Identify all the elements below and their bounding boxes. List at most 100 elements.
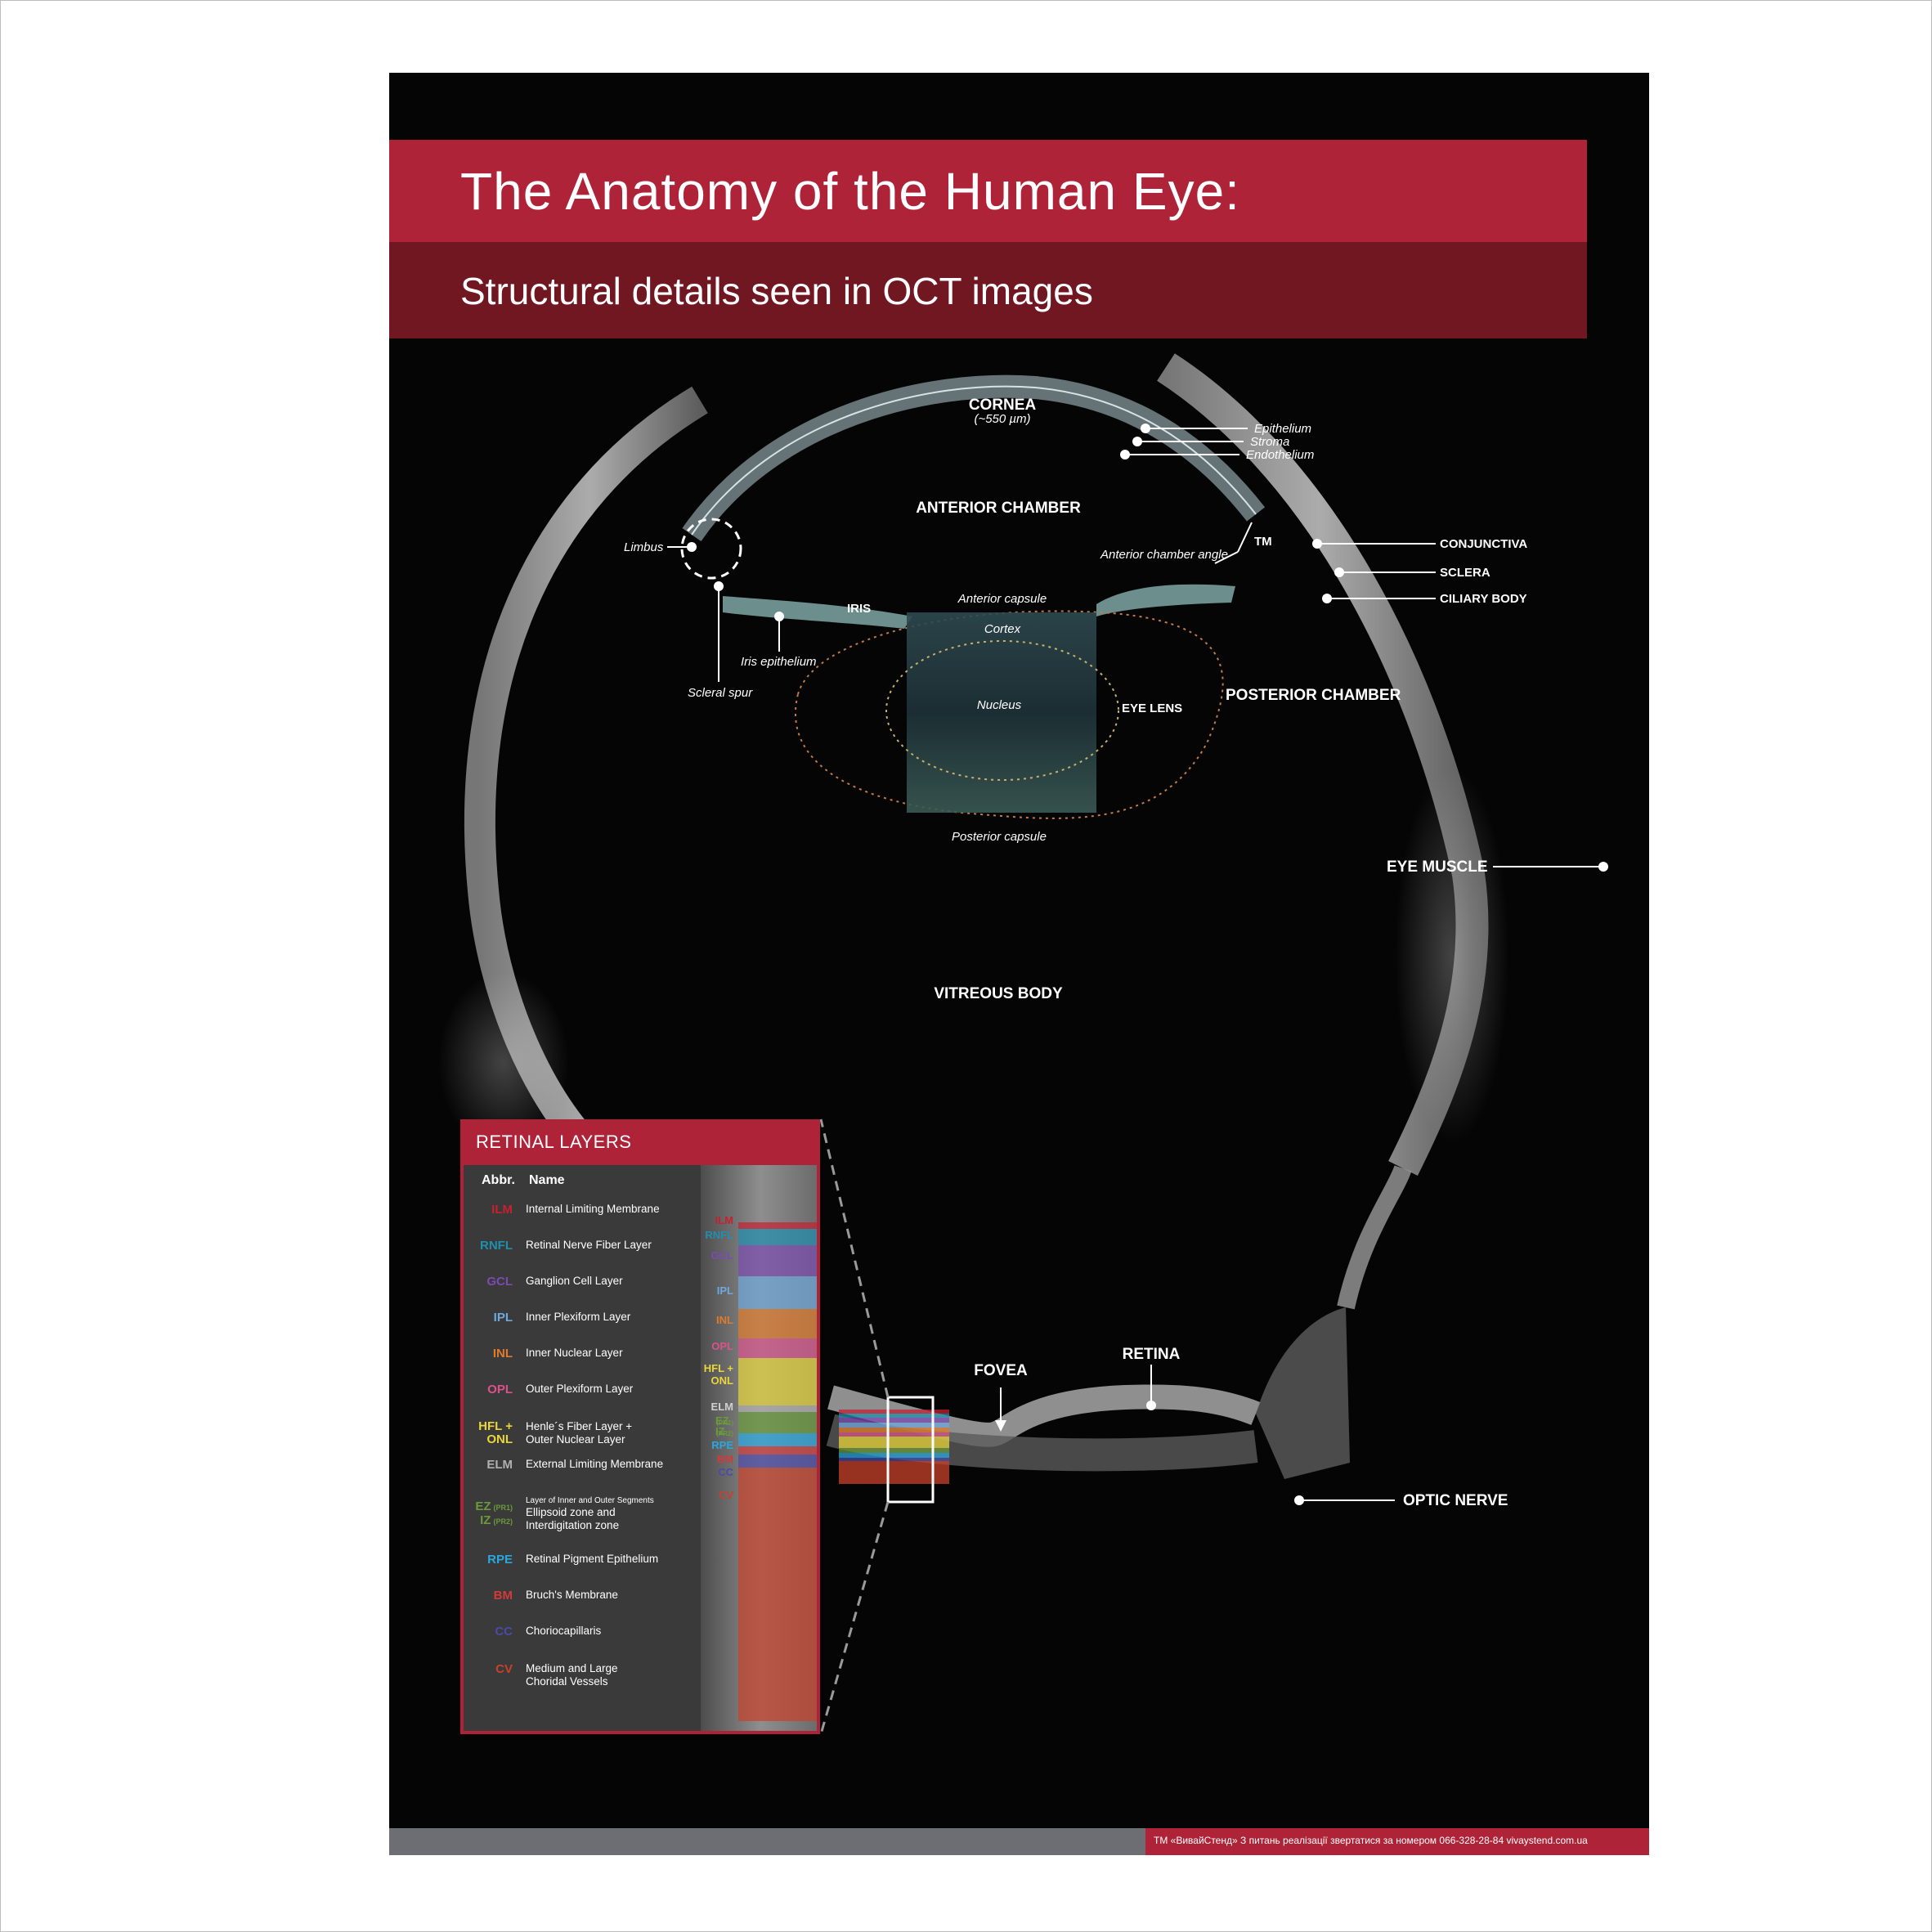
- name-line-2: Outer Nuclear Layer: [526, 1433, 625, 1446]
- strip-layer-label: RPE: [711, 1439, 733, 1451]
- retinal-layer-name: Bruch's Membrane: [526, 1589, 697, 1602]
- name-line-2: Choridal Vessels: [526, 1675, 608, 1688]
- cornea-label: CORNEA: [969, 397, 1037, 414]
- fovea-label: FOVEA: [974, 1362, 1028, 1379]
- title-band: [389, 140, 1587, 242]
- strip-layer-band: [738, 1446, 817, 1455]
- abbr-text: ILM: [491, 1203, 513, 1217]
- strip-layer-label: RNFL: [705, 1229, 733, 1241]
- footer-text: ТМ «ВивайСтенд» З питань реалізації звер…: [1154, 1835, 1588, 1846]
- eye-muscle-label: EYE MUSCLE: [1387, 858, 1488, 876]
- strip-layer-band: [738, 1245, 817, 1276]
- footer-red-bar: [1145, 1828, 1649, 1855]
- strip-layer-band: [738, 1358, 817, 1405]
- retinal-layer-abbr: CV: [470, 1662, 513, 1676]
- abbr-text: GCL: [486, 1275, 513, 1289]
- abbr-text: CV: [495, 1662, 513, 1676]
- epithelium-label: Epithelium: [1254, 422, 1311, 436]
- abbr-text: HFL +: [478, 1419, 513, 1433]
- poster-title: The Anatomy of the Human Eye:: [460, 162, 1240, 221]
- iris-epithelium-label: Iris epithelium: [741, 655, 817, 669]
- abbr-text: RNFL: [480, 1239, 513, 1253]
- abbr-text: RPE: [487, 1553, 513, 1567]
- posterior-capsule-label: Posterior capsule: [952, 830, 1047, 844]
- abbr-text: IPL: [493, 1311, 513, 1325]
- retinal-layer-name: Outer Plexiform Layer: [526, 1383, 697, 1396]
- anterior-chamber-label: ANTERIOR CHAMBER: [916, 500, 1081, 517]
- retinal-layer-abbr: CC: [470, 1625, 513, 1638]
- abbr-text: CC: [495, 1625, 513, 1638]
- abbr-text: BM: [493, 1589, 513, 1603]
- strip-layer-label: INL: [716, 1314, 733, 1326]
- zoom-line-bottom: [819, 1501, 890, 1735]
- retina-label: RETINA: [1123, 1346, 1181, 1363]
- fovea-arrow-head: [995, 1420, 1006, 1432]
- retinal-layer-name: Ganglion Cell Layer: [526, 1275, 697, 1288]
- nucleus-label: Nucleus: [977, 698, 1022, 712]
- strip-layer-label: CC: [718, 1466, 733, 1478]
- posterior-chamber-label: POSTERIOR CHAMBER: [1226, 687, 1401, 704]
- cortex-label: Cortex: [984, 622, 1021, 636]
- abbr-text: EZ: [475, 1499, 491, 1513]
- optic-nerve-shape: [1256, 1307, 1350, 1479]
- sclera-label: SCLERA: [1440, 566, 1490, 580]
- strip-layer-band: [738, 1229, 817, 1245]
- col-name: Name: [529, 1173, 565, 1187]
- strip-layer-label: HFL +: [704, 1362, 734, 1374]
- endothelium-label: Endothelium: [1246, 448, 1314, 462]
- sclera-glow-left: [438, 972, 569, 1152]
- strip-layer-label: (PR1): [716, 1419, 733, 1427]
- zoom-line-top: [819, 1118, 890, 1398]
- retinal-layer-abbr: HFL +ONL: [470, 1420, 513, 1446]
- retinal-layer-name: Retinal Pigment Epithelium: [526, 1553, 697, 1566]
- retinal-layer-abbr: RNFL: [470, 1239, 513, 1253]
- name-line-1: Bruch's Membrane: [526, 1589, 618, 1601]
- retinal-layer-abbr: ELM: [470, 1458, 513, 1472]
- name-line-1: External Limiting Membrane: [526, 1458, 664, 1470]
- retinal-layer-name: External Limiting Membrane: [526, 1458, 697, 1471]
- name-line-1: Ellipsoid zone and: [526, 1506, 616, 1518]
- eye-lens-label: EYE LENS: [1122, 702, 1182, 715]
- retinal-layer-name: Choriocapillaris: [526, 1625, 697, 1638]
- anterior-capsule-label: Anterior capsule: [957, 592, 1047, 606]
- retina-to-nerve: [1337, 1165, 1412, 1310]
- abbr-text-2: IZ: [480, 1513, 491, 1527]
- retinal-layers-header: [464, 1123, 817, 1165]
- strip-layer-band: [738, 1405, 817, 1412]
- retinal-layer-name: Inner Plexiform Layer: [526, 1311, 697, 1324]
- cornea-thickness-label: (~550 µm): [974, 412, 1030, 426]
- iris-right: [1096, 584, 1235, 616]
- conjunctiva-label: CONJUNCTIVA: [1440, 537, 1527, 551]
- cornea-edge: [691, 385, 1257, 536]
- strip-layer-label: CV: [719, 1489, 733, 1501]
- strip-layer-band: [738, 1309, 817, 1338]
- abbr-text: ELM: [486, 1458, 513, 1472]
- nucleus-outline: [885, 640, 1119, 781]
- strip-layer-band: [738, 1468, 817, 1721]
- scleral-spur-label: Scleral spur: [688, 686, 753, 700]
- optic-nerve-label: OPTIC NERVE: [1403, 1492, 1508, 1509]
- strip-layer-label: GCL: [711, 1249, 734, 1262]
- retinal-layer-name: Retinal Nerve Fiber Layer: [526, 1239, 697, 1252]
- name-line-1: Internal Limiting Membrane: [526, 1203, 660, 1215]
- tm-label: TM: [1254, 535, 1272, 549]
- poster-subtitle: Structural details seen in OCT images: [460, 270, 1093, 312]
- retinal-layer-abbr: EZ(PR1)IZ(PR2): [470, 1500, 513, 1528]
- name-line-1: Henle´s Fiber Layer +: [526, 1420, 633, 1432]
- footer-grey-bar: [389, 1828, 1145, 1855]
- name-line-1: Retinal Nerve Fiber Layer: [526, 1239, 652, 1251]
- retinal-layers-title: RETINAL LAYERS: [476, 1132, 632, 1152]
- retinal-layer-name: Henle´s Fiber Layer +Outer Nuclear Layer: [526, 1420, 697, 1446]
- limbus-label: Limbus: [624, 540, 664, 554]
- chamber-angle-arc: [1214, 522, 1253, 564]
- strip-layer-label: IPL: [717, 1284, 733, 1297]
- strip-layer-band: [738, 1455, 817, 1468]
- strip-layer-label: ELM: [711, 1401, 733, 1413]
- name-line-1: Choriocapillaris: [526, 1625, 602, 1637]
- strip-layer-label: ONL: [711, 1374, 734, 1387]
- retinal-layer-abbr: ILM: [470, 1203, 513, 1217]
